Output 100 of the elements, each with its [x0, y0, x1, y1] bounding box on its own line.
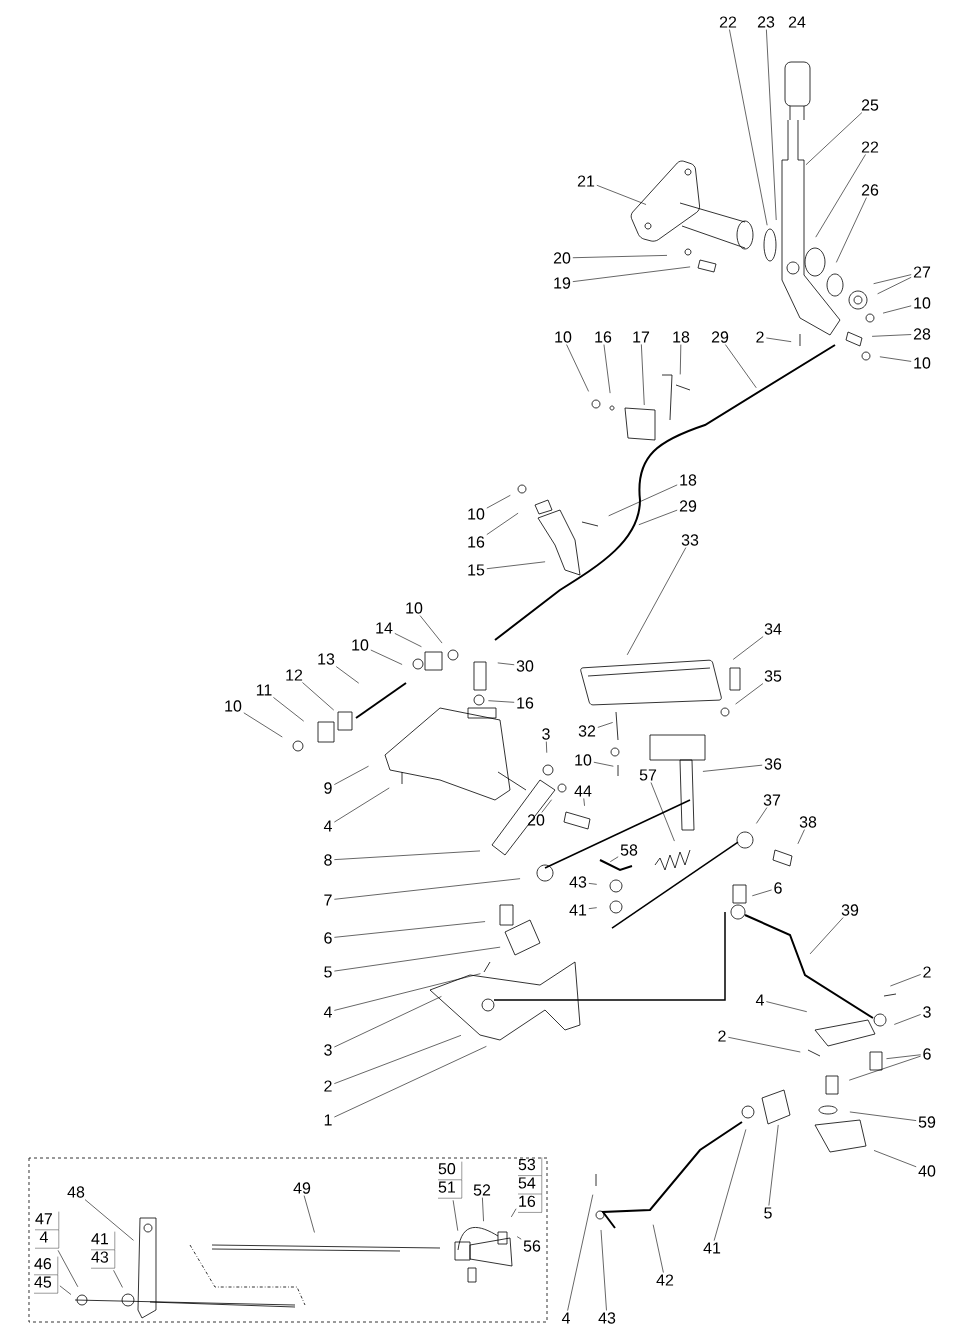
leader-line [735, 683, 764, 705]
leader-line [873, 274, 912, 285]
callout-number: 43 [598, 1312, 616, 1324]
leader-line [871, 334, 912, 337]
leader-line [334, 946, 501, 972]
callout-number: 16 [595, 331, 612, 343]
leader-line [809, 917, 844, 955]
leader-line [728, 1037, 801, 1053]
callout-number: 44 [574, 785, 592, 797]
leader-line [641, 344, 645, 406]
callout-number: 10 [468, 508, 485, 520]
leader-line [302, 682, 335, 711]
leader-line [725, 344, 757, 389]
callout-number: 7 [324, 894, 332, 906]
leader-line [334, 787, 390, 823]
leader-line [335, 666, 360, 684]
leader-line [334, 850, 481, 860]
callout-number: 34 [764, 623, 782, 635]
callout-number: 2 [324, 1080, 332, 1092]
leader-line [273, 697, 305, 722]
callout-number: 4 [323, 1006, 332, 1018]
callout-number: 33 [681, 534, 699, 546]
callout-number: 57 [639, 769, 657, 781]
callout-number: 39 [841, 904, 859, 916]
callout-number: 10 [575, 754, 592, 766]
leader-line [679, 344, 682, 375]
leader-line [588, 883, 598, 885]
callout-number: 27 [913, 266, 931, 278]
leader-line [732, 636, 764, 660]
leader-line [84, 1199, 134, 1241]
leader-line [797, 829, 805, 845]
callout-number: 6 [923, 1048, 931, 1060]
callout-number: 15 [468, 564, 485, 576]
leader-line [766, 1001, 808, 1012]
callout-number: 30 [516, 660, 534, 672]
callout-number: 22 [719, 16, 737, 28]
callout-number: 16 [517, 697, 534, 709]
leader-line [334, 921, 486, 938]
leader-line [638, 509, 678, 526]
callout-number: 20 [553, 252, 571, 264]
callout-stack: 46 45 [33, 1256, 59, 1294]
leader-line [243, 712, 283, 738]
leader-line [486, 494, 511, 509]
leader-line [849, 1111, 917, 1121]
callout-number: 42 [656, 1274, 674, 1286]
callout-number: 26 [861, 184, 879, 196]
callout-number: 10 [406, 602, 423, 614]
callout-number: 24 [788, 16, 806, 28]
leader-line [756, 807, 768, 824]
callout-number: 28 [913, 328, 931, 340]
leader-line [766, 29, 777, 221]
leader-line [572, 255, 668, 259]
leader-line [626, 547, 687, 656]
callout-number: 3 [324, 1044, 332, 1056]
callout-number: 23 [757, 16, 775, 28]
callout-number: 2 [718, 1030, 726, 1042]
callout-number: 22 [861, 141, 879, 153]
leader-line [113, 1270, 123, 1288]
leader-line [334, 1035, 462, 1084]
leader-line [652, 1224, 664, 1273]
callout-number: 49 [293, 1182, 311, 1194]
leader-line [588, 907, 598, 909]
callout-number: 20 [527, 814, 545, 826]
callout-number: 10 [914, 357, 931, 369]
leader-line [488, 700, 515, 703]
callout-number: 14 [376, 622, 393, 634]
leader-line [486, 512, 519, 535]
callout-number: 4 [755, 994, 764, 1006]
leader-line [890, 974, 921, 987]
callout-number: 12 [286, 669, 303, 681]
callout-number: 4 [561, 1312, 570, 1324]
callout-number: 5 [764, 1207, 772, 1219]
leader-line [702, 764, 763, 772]
leader-line [886, 1054, 921, 1059]
leader-line [893, 1014, 921, 1025]
leader-line [600, 1229, 607, 1311]
callout-number: 29 [679, 500, 697, 512]
leader-line [836, 197, 867, 263]
callout-number: 9 [324, 782, 332, 794]
callout-number: 52 [473, 1184, 491, 1196]
leader-line [516, 1236, 522, 1240]
leader-line [873, 1150, 917, 1168]
leader-line [303, 1195, 315, 1233]
callout-number: 8 [324, 854, 332, 866]
leader-line [452, 1200, 459, 1231]
leader-line [482, 1197, 484, 1222]
leader-line [497, 662, 515, 666]
leader-line [593, 761, 614, 767]
leader-line [57, 1250, 79, 1288]
callout-number: 32 [578, 725, 596, 737]
leader-line [879, 356, 912, 362]
callout-number: 16 [468, 536, 485, 548]
callout-number: 37 [763, 794, 781, 806]
callout-number: 10 [914, 297, 931, 309]
callout-number: 2 [923, 966, 931, 978]
callout-number: 36 [764, 758, 782, 770]
callout-number: 6 [324, 932, 332, 944]
callout-number: 3 [542, 728, 550, 740]
callout-number: 41 [569, 904, 587, 916]
callout-number: 6 [774, 882, 782, 894]
